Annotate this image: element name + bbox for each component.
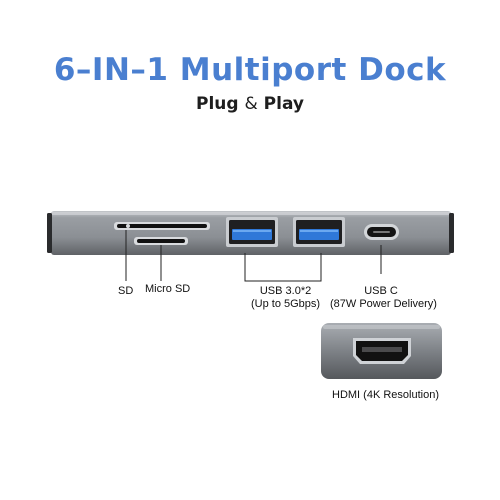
usb-c-label: USB C (87W Power Delivery) <box>330 285 437 311</box>
usb-c-label-line1: USB C <box>364 285 398 297</box>
sd-label: SD <box>118 285 134 297</box>
micro-sd-label: Micro SD <box>145 283 191 295</box>
micro-sd-slot <box>134 237 188 245</box>
product-subtitle: Plug & Play <box>0 94 500 114</box>
usb-label-line2: (Up to 5Gbps) <box>251 298 321 310</box>
usb-a-port-1 <box>226 217 278 247</box>
subtitle-play: Play <box>263 94 304 114</box>
subtitle-plug: Plug <box>196 94 239 114</box>
usb-label-line1: USB 3.0*2 <box>259 285 312 297</box>
hdmi-port <box>353 338 411 364</box>
sd-slot <box>114 222 210 230</box>
leader-lines <box>125 230 382 282</box>
usb-c-label-line2: (87W Power Delivery) <box>330 298 437 310</box>
subtitle-ampersand: & <box>244 94 258 114</box>
hdmi-label: HDMI (4K Resolution) <box>332 389 439 401</box>
product-title: 6–IN–1 Multiport Dock <box>53 52 447 88</box>
usb-c-port <box>364 224 399 240</box>
usb-a-port-2 <box>293 217 345 247</box>
usb-label: USB 3.0*2 (Up to 5Gbps) <box>251 285 320 311</box>
